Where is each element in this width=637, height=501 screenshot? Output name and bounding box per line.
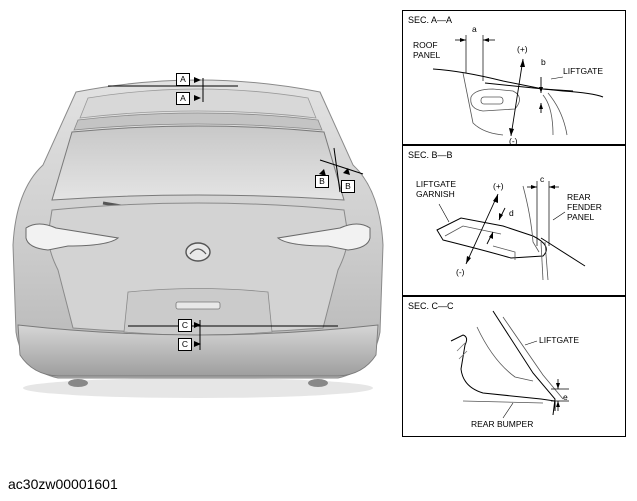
- section-a-panel: SEC. A—A a (+) ROOF PANEL b LIFTGATE (-): [402, 10, 626, 146]
- section-c-liftgate-label: LIFTGATE: [539, 335, 579, 345]
- rear-fender-panel-label: REAR FENDER PANEL: [567, 192, 602, 222]
- dim-b-label: b: [541, 57, 546, 67]
- plus-label-b: (+): [493, 181, 504, 191]
- car-rear-drawing: [12, 77, 384, 398]
- section-b-panel: SEC. B—B LIFTGATE GARNISH (+) c REAR FEN…: [402, 145, 626, 296]
- minus-label-a: (-): [509, 136, 518, 146]
- dim-a-label: a: [472, 24, 477, 34]
- section-marker-c-bottom: C: [178, 338, 192, 351]
- liftgate-label-a: LIFTGATE: [563, 66, 603, 76]
- section-a-title: SEC. A—A: [408, 15, 453, 25]
- section-marker-b-right: B: [341, 180, 355, 193]
- car-rear-illustration: A A B B C C: [8, 70, 388, 405]
- dim-e-label: e: [563, 392, 568, 402]
- section-c-title: SEC. C—C: [408, 301, 454, 311]
- figure-id: ac30zw00001601: [8, 476, 118, 492]
- plus-label-a: (+): [517, 44, 528, 54]
- liftgate-garnish-label: LIFTGATE GARNISH: [416, 179, 456, 199]
- section-a-drawing: [432, 35, 604, 137]
- section-marker-a-top: A: [176, 73, 190, 86]
- section-c-drawing: [450, 310, 569, 419]
- section-b-title: SEC. B—B: [408, 150, 453, 160]
- dim-d-label: d: [509, 208, 514, 218]
- section-b-drawing: [436, 181, 586, 281]
- section-marker-c-top: C: [178, 319, 192, 332]
- rear-bumper-label: REAR BUMPER: [471, 419, 534, 429]
- section-marker-b-left: B: [315, 175, 329, 188]
- section-c-panel: SEC. C—C LIFTGATE e REAR BUMPER: [402, 296, 626, 437]
- dim-c-label: c: [540, 174, 545, 184]
- minus-label-b: (-): [456, 267, 465, 277]
- section-marker-a-bottom: A: [176, 92, 190, 105]
- roof-panel-label: ROOF PANEL: [413, 40, 441, 60]
